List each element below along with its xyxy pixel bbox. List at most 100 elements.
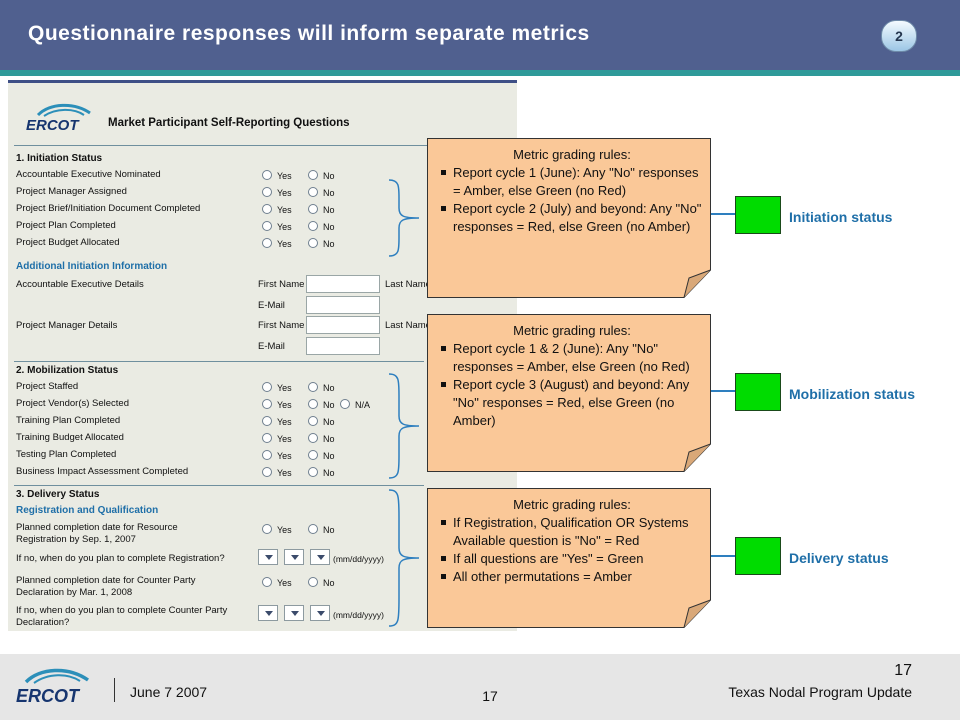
rule-item: All other permutations = Amber — [441, 568, 707, 586]
delivery-grading-note: Metric grading rules: If Registration, Q… — [427, 488, 711, 628]
footer-program-title: Texas Nodal Program Update — [728, 684, 912, 700]
yes-radio[interactable] — [262, 450, 272, 460]
initiation-status-indicator — [735, 196, 781, 234]
no-radio[interactable] — [308, 170, 318, 180]
form-title: Market Participant Self-Reporting Questi… — [108, 117, 350, 129]
slide-number-badge: 2 — [881, 20, 917, 52]
ercot-footer-logo-text: ERCOT — [16, 686, 81, 706]
counter-party-question: Planned completion date for Counter Part… — [16, 575, 196, 586]
yes-radio[interactable] — [262, 238, 272, 248]
no-label: No — [323, 417, 335, 427]
email-field[interactable] — [306, 296, 380, 314]
ercot-logo-text: ERCOT — [26, 117, 80, 133]
slide-title: Questionnaire responses will inform sepa… — [28, 22, 590, 45]
no-radio[interactable] — [308, 399, 318, 409]
last-name-label: Last Name — [385, 320, 431, 331]
resource-registration-question: Planned completion date for Resource — [16, 522, 178, 533]
no-radio[interactable] — [308, 524, 318, 534]
initiation-heading: 1. Initiation Status — [16, 153, 103, 164]
mobilization-status-indicator — [735, 373, 781, 411]
yes-radio[interactable] — [262, 221, 272, 231]
year-dropdown[interactable] — [310, 605, 330, 621]
delivery-connector — [711, 555, 735, 557]
no-label: No — [323, 578, 335, 588]
question-label: Project Brief/Initiation Document Comple… — [16, 203, 201, 214]
question-label: Project Staffed — [16, 381, 79, 392]
yes-label: Yes — [277, 525, 292, 535]
question-label: Testing Plan Completed — [16, 449, 117, 460]
question-row: Project Plan Completed Yes No — [16, 220, 416, 236]
month-dropdown[interactable] — [258, 549, 278, 565]
question-label: Project Budget Allocated — [16, 237, 120, 248]
question-label: Training Plan Completed — [16, 415, 121, 426]
accountable-exec-details-label: Accountable Executive Details — [16, 279, 144, 290]
form-divider — [14, 485, 424, 486]
email-label: E-Mail — [258, 300, 285, 311]
mobilization-status-label: Mobilization status — [789, 386, 915, 402]
yes-label: Yes — [277, 205, 292, 215]
no-label: No — [323, 383, 335, 393]
question-row: Business Impact Assessment Completed Yes… — [16, 466, 416, 482]
day-dropdown[interactable] — [284, 605, 304, 621]
yes-radio[interactable] — [262, 204, 272, 214]
rule-item: If Registration, Qualification OR System… — [441, 514, 707, 550]
note-shape — [427, 314, 711, 472]
question-row: Project Vendor(s) Selected Yes No N/A — [16, 398, 416, 414]
rule-list: If Registration, Qualification OR System… — [437, 514, 707, 586]
no-radio[interactable] — [308, 221, 318, 231]
no-radio[interactable] — [308, 416, 318, 426]
question-label: Project Plan Completed — [16, 220, 116, 231]
first-name-field[interactable] — [306, 275, 380, 293]
no-radio[interactable] — [308, 204, 318, 214]
rule-item: Report cycle 2 (July) and beyond: Any "N… — [441, 200, 707, 236]
no-radio[interactable] — [308, 238, 318, 248]
yes-label: Yes — [277, 400, 292, 410]
yes-label: Yes — [277, 468, 292, 478]
email-label: E-Mail — [258, 341, 285, 352]
yes-radio[interactable] — [262, 577, 272, 587]
initiation-grading-note: Metric grading rules: Report cycle 1 (Ju… — [427, 138, 711, 298]
yes-radio[interactable] — [262, 399, 272, 409]
no-radio[interactable] — [308, 577, 318, 587]
additional-info-heading: Additional Initiation Information — [16, 261, 168, 272]
note-shape — [427, 488, 711, 628]
month-dropdown[interactable] — [258, 605, 278, 621]
question-label: Training Budget Allocated — [16, 432, 124, 443]
initiation-connector — [711, 213, 735, 215]
year-dropdown[interactable] — [310, 549, 330, 565]
form-divider — [14, 361, 424, 362]
initiation-status-label: Initiation status — [789, 209, 893, 225]
no-radio[interactable] — [308, 450, 318, 460]
registration-qualification-heading: Registration and Qualification — [16, 505, 159, 516]
question-row: Training Budget Allocated Yes No — [16, 432, 416, 448]
day-dropdown[interactable] — [284, 549, 304, 565]
na-radio[interactable] — [340, 399, 350, 409]
date-format-hint: (mm/dd/yyyy) — [333, 610, 384, 620]
resource-registration-question-line2: Registration by Sep. 1, 2007 — [16, 534, 136, 545]
yes-label: Yes — [277, 434, 292, 444]
no-radio[interactable] — [308, 382, 318, 392]
yes-radio[interactable] — [262, 382, 272, 392]
yes-radio[interactable] — [262, 170, 272, 180]
no-label: No — [323, 171, 335, 181]
rule-item: Report cycle 1 (June): Any "No" response… — [441, 164, 707, 200]
no-radio[interactable] — [308, 187, 318, 197]
yes-radio[interactable] — [262, 187, 272, 197]
yes-label: Yes — [277, 188, 292, 198]
form-divider — [14, 145, 514, 146]
no-radio[interactable] — [308, 433, 318, 443]
yes-radio[interactable] — [262, 433, 272, 443]
yes-radio[interactable] — [262, 524, 272, 534]
note-shape — [427, 138, 711, 298]
yes-radio[interactable] — [262, 467, 272, 477]
question-label: Business Impact Assessment Completed — [16, 466, 189, 477]
note-content: Metric grading rules: Report cycle 1 & 2… — [437, 322, 707, 430]
question-row: Accountable Executive Nominated Yes No — [16, 169, 416, 185]
question-row: Project Staffed Yes No — [16, 381, 416, 397]
email-field[interactable] — [306, 337, 380, 355]
yes-radio[interactable] — [262, 416, 272, 426]
yes-label: Yes — [277, 417, 292, 427]
first-name-field[interactable] — [306, 316, 380, 334]
no-radio[interactable] — [308, 467, 318, 477]
no-label: No — [323, 451, 335, 461]
